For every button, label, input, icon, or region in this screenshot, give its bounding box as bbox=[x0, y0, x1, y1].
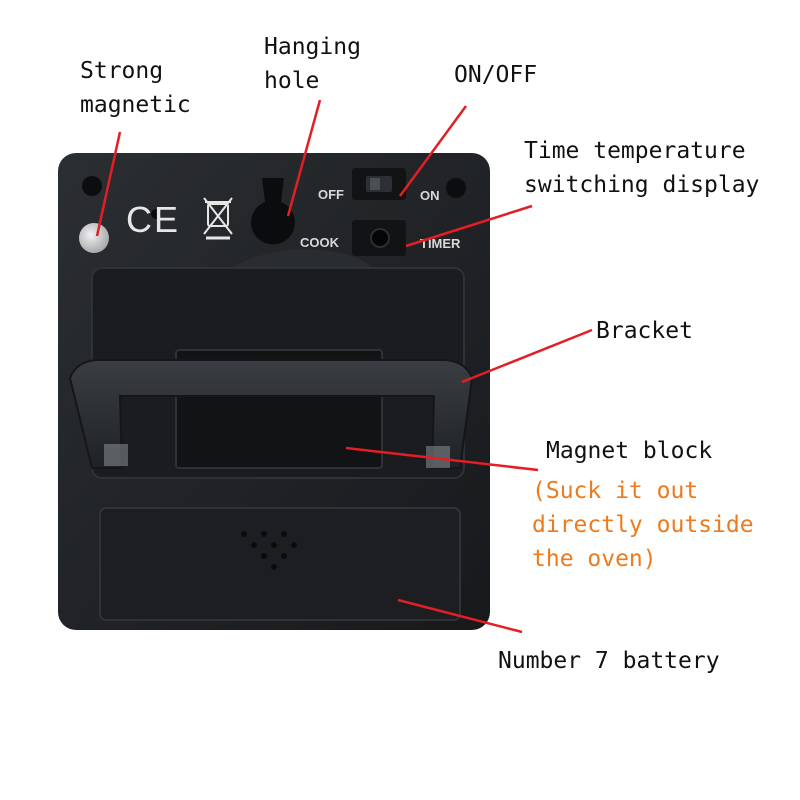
on-marking: ON bbox=[420, 188, 440, 203]
callout-battery-text: Number 7 battery bbox=[498, 648, 720, 674]
off-marking: OFF bbox=[318, 187, 344, 202]
callout-strong-magnetic-line1: Strong bbox=[80, 58, 164, 84]
battery-cover-arrow-dots bbox=[241, 531, 297, 570]
pointer-lines bbox=[95, 99, 593, 634]
hinge-clip-left bbox=[104, 444, 128, 466]
callout-magnet-note-line3: the oven) bbox=[532, 546, 657, 572]
callout-magnet-note-line2: directly outside bbox=[532, 512, 754, 538]
small-hole bbox=[151, 209, 161, 219]
timer-marking: TIMER bbox=[420, 236, 461, 251]
crossed-out-bin-icon bbox=[203, 197, 233, 240]
cook-marking: COOK bbox=[300, 235, 340, 250]
callout-bracket-text: Bracket bbox=[596, 318, 693, 344]
callout-strong-magnetic-line2: magnetic bbox=[80, 92, 191, 118]
screw-hole-left bbox=[82, 176, 102, 196]
callout-on-off: ON/OFF bbox=[454, 58, 537, 92]
ce-mark: CE bbox=[126, 199, 180, 240]
pointer-bracket bbox=[461, 328, 593, 384]
pointer-hanging-hole bbox=[286, 99, 322, 217]
hanging-hole-slot bbox=[251, 178, 296, 245]
callout-hanging-hole: Hanging hole bbox=[264, 30, 361, 98]
pointer-strong-magnetic bbox=[95, 131, 122, 237]
battery-cover bbox=[99, 507, 461, 621]
callout-magnet-block: Magnet block bbox=[546, 434, 712, 468]
callout-hanging-hole-line2: hole bbox=[264, 68, 320, 94]
pointer-battery bbox=[397, 598, 523, 634]
strong-magnet-disk bbox=[79, 223, 109, 253]
pointer-time-temperature bbox=[405, 204, 533, 248]
callout-hanging-hole-line1: Hanging bbox=[264, 34, 361, 60]
callout-strong-magnetic: Strong magnetic bbox=[80, 54, 191, 122]
callout-bracket: Bracket bbox=[596, 314, 693, 348]
callout-magnet-block-text: Magnet block bbox=[546, 438, 713, 464]
pointer-magnet-block bbox=[345, 446, 539, 472]
pointer-on-off bbox=[398, 105, 468, 197]
callout-time-temperature-line1: Time temperature bbox=[524, 138, 746, 164]
callout-time-temperature: Time temperature switching display bbox=[524, 134, 759, 202]
screw-hole-right bbox=[446, 178, 466, 198]
hinge-arc bbox=[230, 249, 372, 268]
bracket-handle bbox=[68, 359, 474, 469]
hinge-clip-right bbox=[426, 446, 450, 468]
callout-time-temperature-line2: switching display bbox=[524, 172, 760, 198]
callout-battery: Number 7 battery bbox=[498, 644, 720, 678]
callout-magnet-note: (Suck it out directly outside the oven) bbox=[532, 474, 754, 576]
mode-button bbox=[370, 228, 390, 248]
callout-magnet-note-line1: (Suck it out bbox=[532, 478, 699, 504]
callout-on-off-text: ON/OFF bbox=[454, 62, 538, 88]
